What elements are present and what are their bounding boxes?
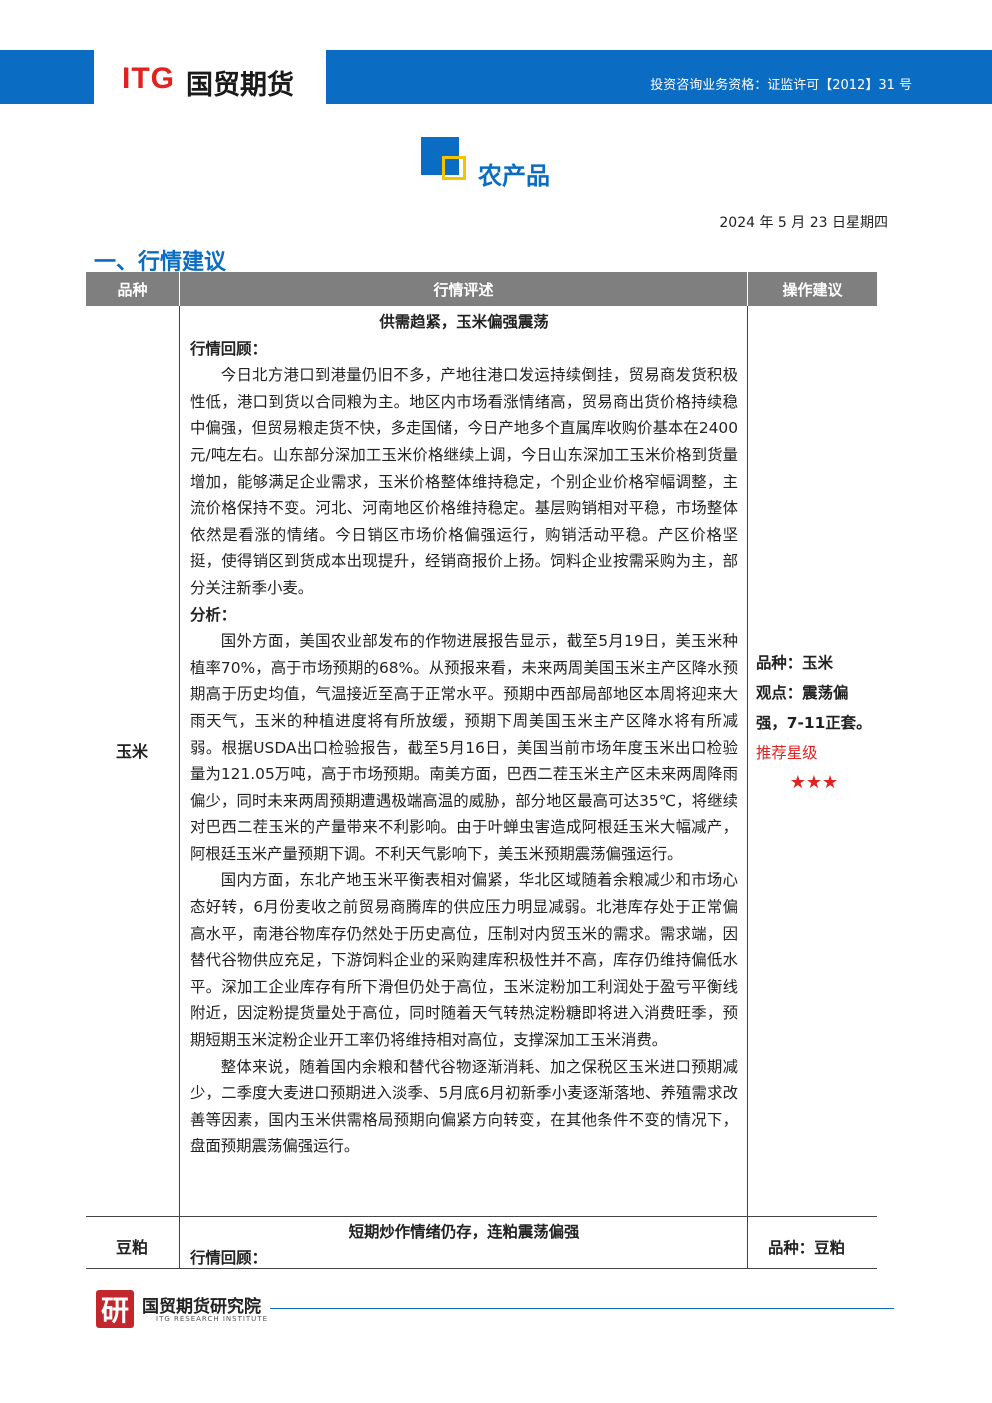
analysis-overseas: 国外方面，美国农业部发布的作物进展报告显示，截至5月19日，美玉米种植率70%，… [190, 632, 738, 863]
logo-itg: ITG [122, 62, 175, 95]
analysis-domestic: 国内方面，东北产地玉米平衡表相对偏紧，华北区域随着余粮减少和市场心态好转，6月份… [190, 871, 738, 1050]
header-advice: 操作建议 [748, 272, 877, 306]
section-heading: 一、行情建议 [94, 250, 227, 275]
header-commentary: 行情评述 [180, 272, 747, 306]
footer-institute-name: 国贸期货研究院 [142, 1297, 261, 1317]
analysis-summary: 整体来说，随着国内余粮和替代谷物逐渐消耗、加之保税区玉米进口预期减少，二季度大麦… [190, 1057, 738, 1156]
market-advice-table: 品种 行情评述 操作建议 玉米 供需趋紧，玉米偏强震荡 行情回顾： 今日北方港口… [86, 272, 877, 1269]
report-date: 2024 年 5 月 23 日星期四 [719, 215, 888, 231]
header-band-left [0, 50, 94, 104]
section-title: 农产品 [478, 162, 550, 190]
corn-title: 供需趋紧，玉米偏强震荡 [379, 313, 549, 331]
variety-soymeal: 豆粕 [116, 1238, 149, 1257]
section-icon-frame [442, 156, 466, 180]
row-divider [86, 1268, 877, 1269]
soymeal-title: 短期炒作情绪仍存，连粕震荡偏强 [348, 1223, 580, 1241]
review-text: 今日北方港口到港量仍旧不多，产地往港口发运持续倒挂，贸易商发货积极性低，港口到货… [190, 366, 738, 597]
col-divider [179, 306, 180, 1269]
research-badge-icon: 研 [96, 1290, 134, 1328]
advice-variety: 品种：玉米 [756, 654, 833, 672]
review-label: 行情回顾： [190, 339, 267, 358]
header-logo-area [94, 50, 326, 104]
variety-corn: 玉米 [116, 742, 149, 761]
analysis-label: 分析： [190, 605, 237, 624]
header-band-right [326, 50, 992, 104]
footer-rule [270, 1308, 894, 1309]
rating-stars: ★★★ [789, 772, 839, 793]
footer-institute-en: ITG RESEARCH INSTITUTE [156, 1315, 269, 1323]
license-text: 投资咨询业务资格：证监许可【2012】31 号 [650, 78, 912, 93]
logo-name: 国贸期货 [186, 70, 294, 101]
corn-advice: 品种：玉米 观点：震荡偏强，7-11正套。 推荐星级 ★★★ [756, 648, 872, 798]
recommend-label: 推荐星级 [756, 744, 818, 762]
soymeal-review-label: 行情回顾： [190, 1249, 267, 1267]
header-variety: 品种 [86, 272, 179, 306]
row-divider [86, 1216, 877, 1217]
advice-view: 观点：震荡偏强，7-11正套。 [756, 684, 872, 732]
col-divider [747, 306, 748, 1269]
soymeal-advice-variety: 品种：豆粕 [768, 1239, 845, 1257]
corn-commentary: 供需趋紧，玉米偏强震荡 行情回顾： 今日北方港口到港量仍旧不多，产地往港口发运持… [190, 309, 738, 1160]
